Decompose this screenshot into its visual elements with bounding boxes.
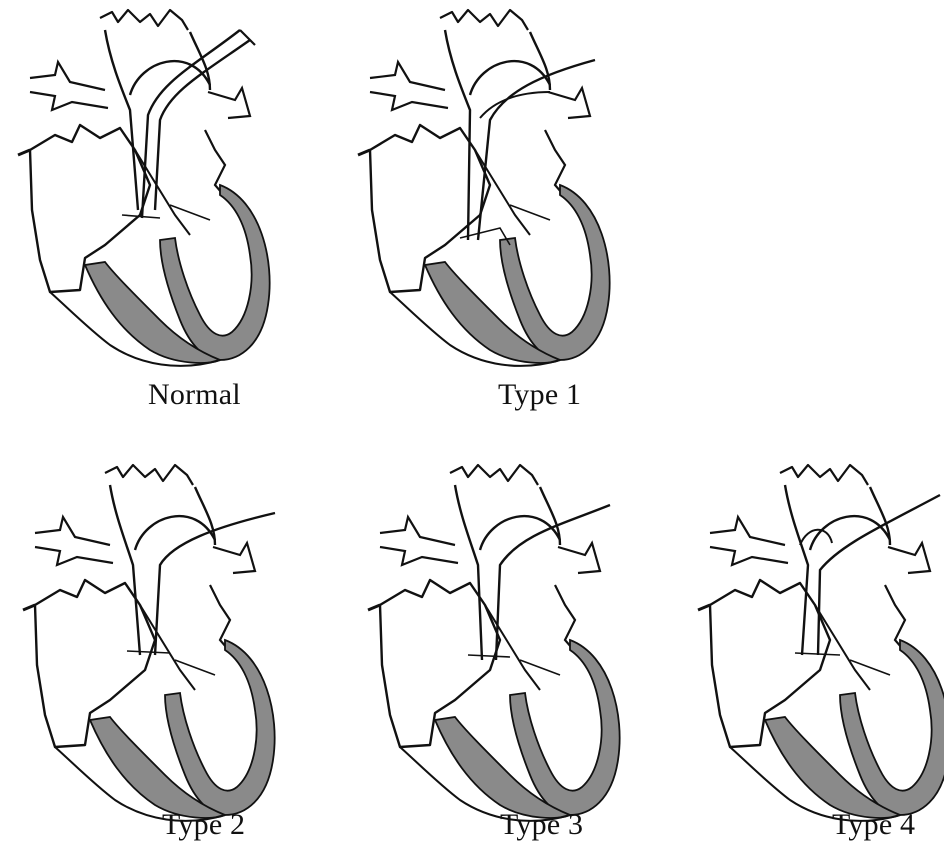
heart-panel-type1	[358, 10, 610, 366]
caption-type1: Type 1	[498, 378, 581, 412]
caption-type3: Type 3	[500, 808, 583, 842]
caption-normal: Normal	[148, 378, 241, 412]
heart-panel-type4	[698, 465, 944, 821]
caption-type2: Type 2	[162, 808, 245, 842]
caption-type4: Type 4	[832, 808, 915, 842]
heart-panel-type2	[23, 465, 275, 821]
heart-panel-normal	[18, 10, 270, 366]
heart-panel-type3	[368, 465, 620, 821]
